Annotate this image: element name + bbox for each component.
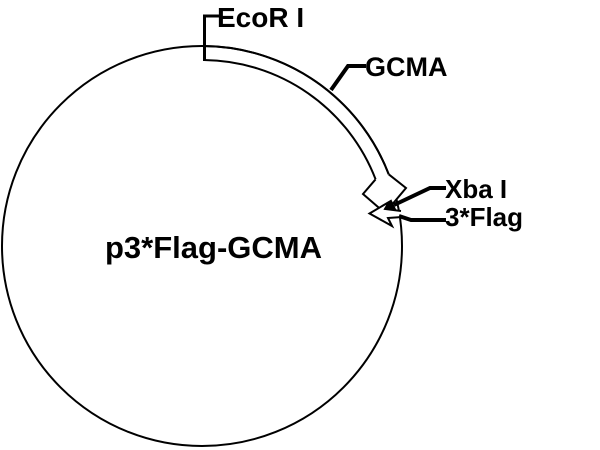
plasmid-name: p3*Flag-GCMA [105, 230, 322, 265]
restriction-site-label-xbai: Xba I [445, 174, 508, 204]
gcma-arrow-inner-arc [203, 59, 377, 180]
restriction-site-label-ecori: EcoR I [217, 2, 305, 33]
gcma-arrow-outer-arc [203, 45, 390, 175]
flag-leader-line[interactable] [398, 214, 446, 222]
gcma-leader-line[interactable] [329, 64, 366, 92]
xbai-leader-line[interactable] [393, 186, 446, 207]
flag-arrow [367, 199, 403, 229]
ecori-site-bracket [203, 14, 219, 61]
feature-label-flag: 3*Flag [445, 202, 524, 232]
feature-label-gcma: GCMA [365, 52, 448, 82]
plasmid-circle [1, 45, 403, 447]
